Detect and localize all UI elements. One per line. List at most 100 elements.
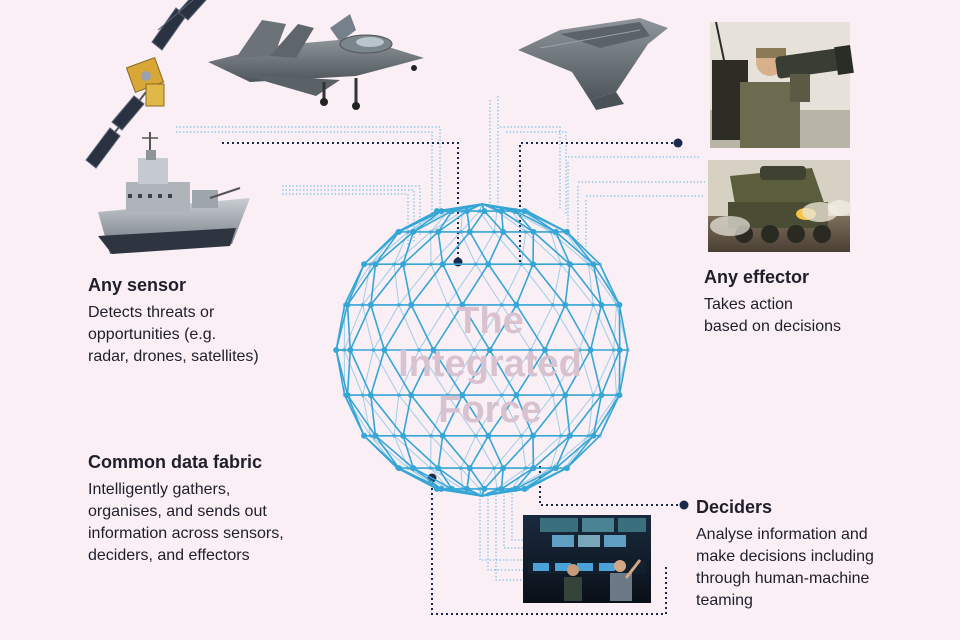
mesh-edge (613, 304, 617, 351)
mesh-edge (520, 394, 554, 437)
mesh-edge (592, 349, 615, 396)
mesh-node (492, 466, 497, 471)
mesh-edge (346, 394, 377, 437)
mesh-edge (616, 304, 629, 351)
mesh-edge (524, 210, 557, 233)
mesh-edge (501, 467, 534, 490)
mesh-edge (473, 349, 503, 396)
fabric-line-2: organises, and sends out (88, 503, 267, 520)
mesh-edge (515, 304, 546, 351)
mesh-edge (410, 304, 435, 351)
mesh-edge (564, 395, 571, 436)
warship-image (98, 132, 250, 254)
mesh-edge (552, 264, 562, 305)
mesh-node (417, 348, 421, 352)
mesh-edge (402, 231, 415, 265)
mesh-edge (532, 435, 571, 469)
mesh-edge (370, 304, 386, 351)
mesh-node (372, 432, 379, 439)
mesh-edge (552, 304, 581, 351)
mesh-edge (599, 394, 617, 436)
mesh-node (410, 465, 417, 472)
mesh-node (614, 393, 619, 398)
mesh-edge (526, 210, 566, 233)
mesh-node (408, 301, 415, 308)
rocket-launcher-image (708, 160, 852, 252)
mesh-edge (589, 304, 603, 351)
mesh-edge (410, 263, 444, 306)
mesh-node (495, 209, 499, 214)
mesh-edge (437, 210, 468, 233)
control-room-image (523, 515, 651, 603)
mesh-node (558, 262, 563, 267)
mesh-node (616, 392, 623, 399)
deciders-line-1: Analyse information and (696, 526, 868, 543)
mesh-node (481, 485, 488, 492)
mesh-edge (487, 435, 504, 469)
mesh-edge (335, 349, 349, 396)
mesh-node (614, 302, 619, 307)
mesh-edge (489, 304, 518, 351)
mesh-edge (374, 435, 400, 469)
fabric-line-4: deciders, and effectors (88, 547, 250, 564)
mesh-edge (550, 435, 562, 469)
mesh-edge (362, 395, 372, 436)
center-label-line-1: The (456, 300, 524, 342)
mesh-edge (370, 231, 409, 265)
fabric-title: Common data fabric (88, 452, 263, 472)
sensor-line-1: Detects threats or (88, 304, 215, 321)
deciders-line-4: teaming (696, 592, 753, 609)
mesh-edge (343, 304, 364, 351)
mesh-edge (441, 394, 464, 437)
mesh-edge (344, 394, 372, 437)
mesh-edge (618, 304, 629, 351)
mesh-edge (493, 211, 498, 232)
mesh-edge (461, 263, 489, 306)
mesh-node (477, 209, 482, 214)
mesh-edge (432, 349, 463, 396)
mesh-edge (460, 435, 477, 469)
mesh-node (395, 465, 402, 472)
mesh-node (499, 393, 504, 398)
sensor-dot (453, 257, 463, 267)
mesh-edge (564, 304, 592, 351)
mesh-edge (437, 467, 468, 490)
mesh-node (360, 393, 365, 398)
mesh-edge (437, 231, 444, 265)
mesh-node (368, 262, 373, 267)
mesh-edge (346, 394, 365, 437)
mesh-node (448, 208, 455, 215)
mesh-edge (515, 467, 557, 490)
mesh-edge (481, 488, 498, 497)
mesh-edge (487, 263, 518, 306)
mesh-node (445, 302, 450, 307)
mesh-node (598, 392, 605, 399)
mesh-edge (530, 349, 554, 396)
mesh-node (500, 465, 507, 472)
fabric-description: Intelligently gathers, organises, and se… (88, 479, 378, 567)
mesh-node (625, 348, 630, 352)
mesh-edge (526, 467, 566, 490)
mesh-node (566, 432, 573, 439)
mesh-edge (515, 349, 546, 396)
sensor-block: Any sensor Detects threats or opportunit… (88, 275, 348, 368)
mesh-edge (525, 231, 562, 265)
mesh-edge (618, 349, 629, 396)
mesh-edge (502, 435, 534, 469)
mesh-node (428, 466, 433, 471)
mesh-edge (552, 349, 581, 396)
mesh-edge (569, 263, 603, 306)
effector-line-1: Takes action (704, 296, 793, 313)
mesh-node (485, 261, 492, 268)
mesh-node (563, 466, 568, 471)
mesh-node (361, 432, 368, 439)
mesh-edge (473, 304, 503, 351)
mesh-node (433, 485, 440, 492)
mesh-node (523, 229, 528, 234)
mesh-edge (555, 435, 594, 469)
mesh-node (400, 261, 407, 268)
mesh-edge (430, 435, 462, 469)
mesh-node (510, 209, 515, 214)
mesh-edge (493, 435, 522, 469)
mesh-edge (588, 395, 594, 436)
